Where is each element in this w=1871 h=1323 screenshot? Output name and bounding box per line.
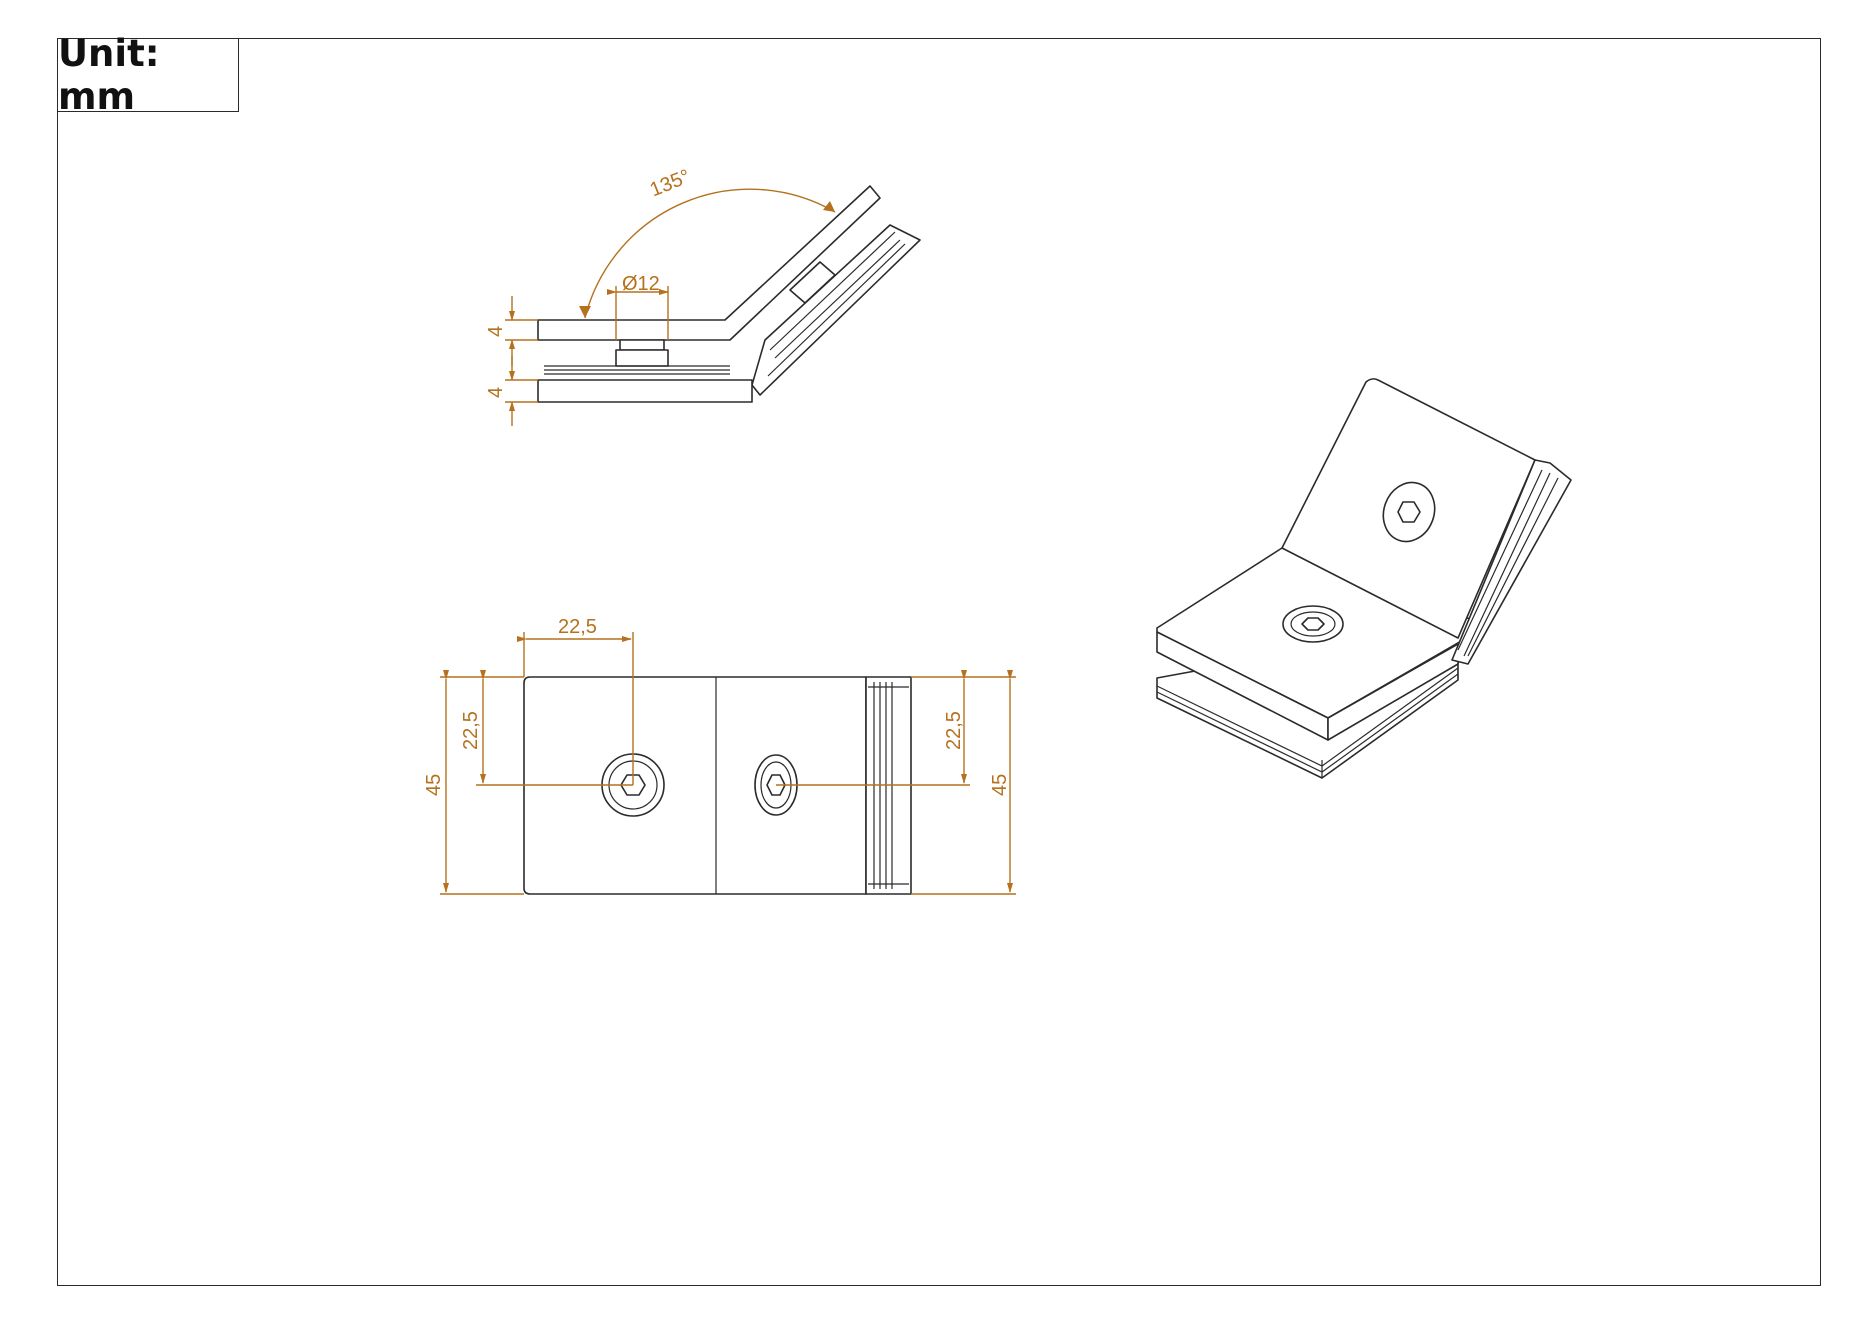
angle-arc	[584, 188, 836, 319]
angled-clamp-gasket	[767, 231, 906, 377]
angle-arrow-left	[579, 306, 591, 318]
lower-plate	[537, 379, 753, 403]
unit-label-box: Unit: mm	[57, 32, 239, 118]
hole-offset-vertical-right-label: 22,5	[943, 711, 965, 750]
iso-upright-clamp-layers	[1457, 469, 1559, 657]
iso-upright-hex-socket-icon	[1397, 501, 1421, 523]
iso-lower-layers	[1156, 667, 1459, 778]
height-left-label: 45	[423, 774, 445, 796]
front-view: 22,5 22,5 45 22,5 45	[423, 616, 1016, 895]
drawing-border	[57, 38, 1821, 1286]
angle-label: 135°	[647, 166, 694, 202]
stem-top	[619, 339, 665, 351]
upper-thickness-label: 4	[485, 326, 507, 337]
iso-base-hex-socket-icon	[1301, 617, 1325, 631]
hole-offset-vertical-left-label: 22,5	[460, 711, 482, 750]
iso-base-plate-front	[1327, 643, 1459, 741]
gasket-lines	[544, 365, 730, 375]
unit-label: Unit: mm	[58, 32, 160, 118]
stem-body	[615, 349, 669, 367]
angle-arrow-right	[823, 201, 835, 212]
front-body	[523, 676, 867, 895]
iso-base-screw-rim	[1290, 611, 1336, 637]
lower-thickness-label: 4	[485, 387, 507, 398]
angled-inner-block	[789, 261, 836, 304]
isometric-view	[1156, 378, 1572, 779]
hole-offset-horizontal-label: 22,5	[558, 616, 597, 638]
diameter-label: Ø12	[622, 273, 660, 295]
side-view: 135° Ø12 4 4	[485, 166, 921, 426]
height-right-label: 45	[989, 774, 1011, 796]
